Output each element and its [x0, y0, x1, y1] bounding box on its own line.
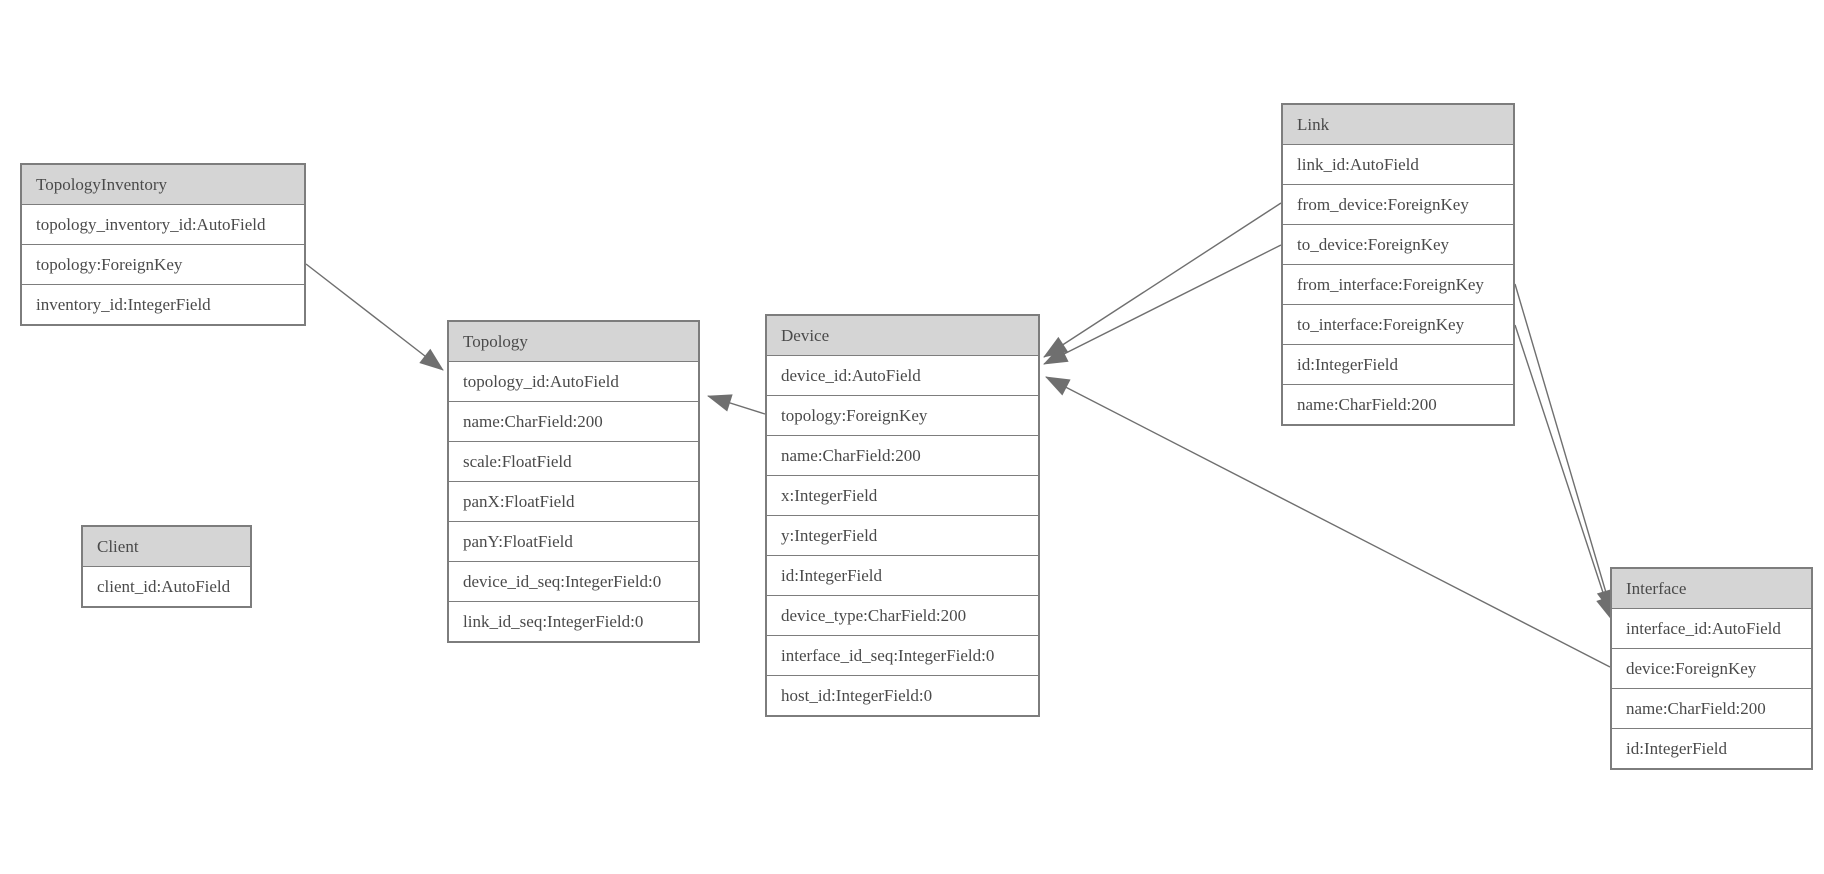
field-row: name:CharField:200 [449, 401, 698, 441]
field-row: client_id:AutoField [83, 566, 250, 606]
entity-interface: Interface interface_id:AutoField device:… [1610, 567, 1813, 770]
field-row: host_id:IntegerField:0 [767, 675, 1038, 715]
entity-client: Client client_id:AutoField [81, 525, 252, 608]
field-row: device_id_seq:IntegerField:0 [449, 561, 698, 601]
field-row: to_device:ForeignKey [1283, 224, 1513, 264]
edge-topologyinventory-topology [305, 263, 444, 371]
entity-title: TopologyInventory [22, 165, 304, 204]
field-row: link_id:AutoField [1283, 144, 1513, 184]
entity-topologyinventory: TopologyInventory topology_inventory_id:… [20, 163, 306, 326]
edge-interface-device [1045, 376, 1611, 668]
field-row: panX:FloatField [449, 481, 698, 521]
entity-link: Link link_id:AutoField from_device:Forei… [1281, 103, 1515, 426]
field-row: inventory_id:IntegerField [22, 284, 304, 324]
field-row: from_interface:ForeignKey [1283, 264, 1513, 304]
field-row: x:IntegerField [767, 475, 1038, 515]
field-row: topology_id:AutoField [449, 361, 698, 401]
field-row: name:CharField:200 [767, 435, 1038, 475]
entity-title: Client [83, 527, 250, 566]
edge-link-frominterface-interface [1514, 283, 1615, 614]
field-row: topology:ForeignKey [22, 244, 304, 284]
field-row: interface_id_seq:IntegerField:0 [767, 635, 1038, 675]
entity-title: Device [767, 316, 1038, 355]
field-row: scale:FloatField [449, 441, 698, 481]
edge-link-fromdevice-device [1043, 202, 1282, 358]
field-row: device_id:AutoField [767, 355, 1038, 395]
entity-title: Topology [449, 322, 698, 361]
field-row: name:CharField:200 [1283, 384, 1513, 424]
field-row: device:ForeignKey [1612, 648, 1811, 688]
field-row: id:IntegerField [1283, 344, 1513, 384]
entity-title: Interface [1612, 569, 1811, 608]
entity-topology: Topology topology_id:AutoField name:Char… [447, 320, 700, 643]
field-row: y:IntegerField [767, 515, 1038, 555]
entity-title: Link [1283, 105, 1513, 144]
edge-link-todevice-device [1043, 244, 1282, 365]
field-row: topology:ForeignKey [767, 395, 1038, 435]
field-row: to_interface:ForeignKey [1283, 304, 1513, 344]
edge-device-topology [707, 394, 766, 415]
field-row: interface_id:AutoField [1612, 608, 1811, 648]
field-row: device_type:CharField:200 [767, 595, 1038, 635]
field-row: link_id_seq:IntegerField:0 [449, 601, 698, 641]
field-row: topology_inventory_id:AutoField [22, 204, 304, 244]
edge-link-tointerface-interface [1514, 324, 1614, 621]
field-row: from_device:ForeignKey [1283, 184, 1513, 224]
entity-device: Device device_id:AutoField topology:Fore… [765, 314, 1040, 717]
field-row: panY:FloatField [449, 521, 698, 561]
field-row: name:CharField:200 [1612, 688, 1811, 728]
field-row: id:IntegerField [767, 555, 1038, 595]
field-row: id:IntegerField [1612, 728, 1811, 768]
